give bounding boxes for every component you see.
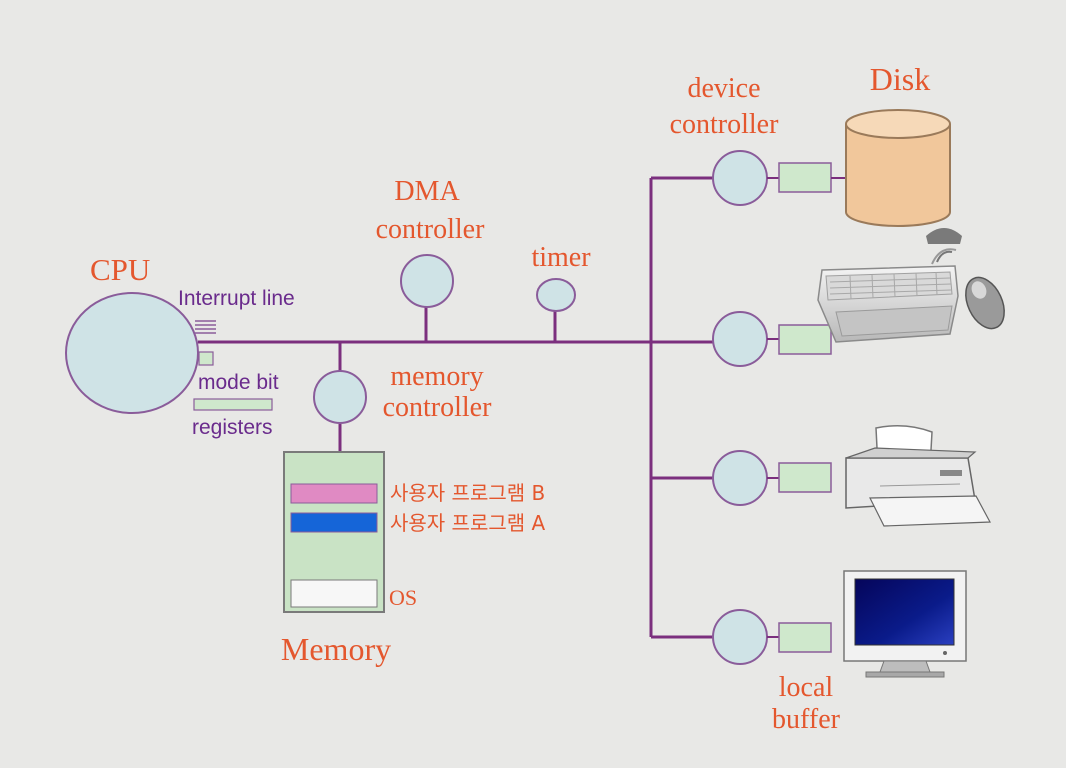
device-controller-label-line1: device	[687, 73, 760, 104]
timer-circle	[536, 278, 576, 312]
user-program-a-label: 사용자 프로그램 A	[390, 511, 546, 535]
keyboard-controller-circle	[712, 311, 768, 367]
system-bus	[198, 176, 715, 639]
device-controller-label-line2: controller	[670, 109, 780, 140]
dma-controller-circle	[400, 254, 454, 308]
user-program-b-block	[290, 483, 378, 504]
timer: timer	[531, 242, 591, 312]
disk-label: Disk	[870, 61, 930, 97]
disk-buffer-box	[778, 162, 832, 193]
keyboard-icon	[817, 228, 962, 343]
interrupt-line-label: Interrupt line	[178, 287, 295, 310]
cpu-label: CPU	[90, 252, 150, 287]
printer-controller-circle	[712, 450, 768, 506]
cpu-circle	[65, 292, 199, 414]
monitor-controller-circle	[712, 609, 768, 665]
user-program-b-label: 사용자 프로그램 B	[390, 481, 545, 505]
local-buffer-label-line2: buffer	[772, 704, 841, 735]
dma-label-line2: controller	[376, 214, 486, 245]
mouse-icon	[931, 248, 1005, 330]
dma-label-line1: DMA	[394, 176, 460, 207]
disk-cylinder-icon: Disk	[845, 61, 951, 227]
dma-controller: DMA controller	[376, 176, 486, 308]
mode-bit-label: mode bit	[198, 371, 279, 394]
user-program-a-block	[290, 512, 378, 533]
os-block	[290, 579, 378, 608]
printer-icon	[845, 425, 991, 527]
device-controllers: device controller local buffer	[670, 73, 846, 735]
timer-label: timer	[531, 242, 591, 273]
memory-label: Memory	[281, 631, 391, 667]
memory-controller-circle	[313, 370, 367, 424]
monitor-icon	[843, 570, 967, 678]
os-label: OS	[389, 585, 417, 610]
memory: 사용자 프로그램 B 사용자 프로그램 A OS Memory	[281, 451, 546, 667]
memory-controller: memory controller	[313, 361, 493, 424]
local-buffer-box	[778, 622, 832, 653]
disk-controller-circle	[712, 150, 768, 206]
mode-bit-box	[198, 351, 214, 366]
keyboard-buffer-box	[778, 324, 832, 355]
memctl-label-line1: memory	[390, 361, 483, 392]
printer-buffer-box	[778, 462, 832, 493]
registers-label: registers	[192, 416, 273, 439]
local-buffer-label-line1: local	[779, 672, 834, 703]
cpu: CPU Interrupt line mode bit registers	[65, 252, 295, 439]
registers-box	[193, 398, 273, 411]
memctl-label-line2: controller	[383, 392, 493, 423]
interrupt-line-icon	[195, 320, 216, 334]
